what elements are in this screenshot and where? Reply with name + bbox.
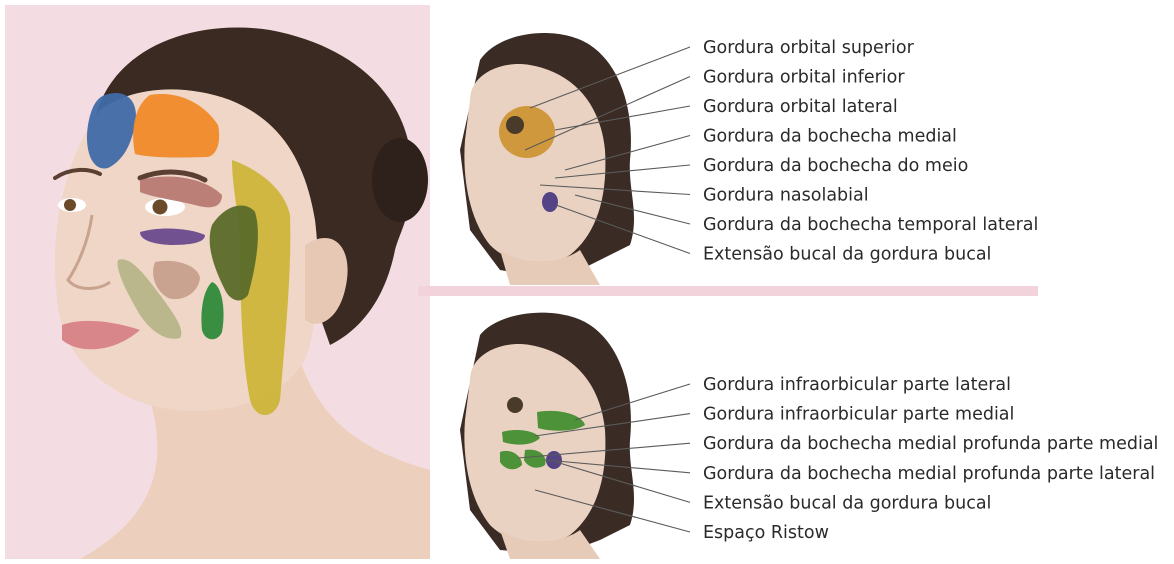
top-label-8: Extensão bucal da gordura bucal xyxy=(703,245,991,265)
top-buccal-highlight xyxy=(542,192,558,212)
top-eye-bottom xyxy=(507,397,523,413)
bottom-label-3: Gordura da bochecha medial profunda part… xyxy=(703,434,1158,454)
bottom-label-5: Extensão bucal da gordura bucal xyxy=(703,493,991,513)
right-iris xyxy=(153,200,168,215)
top-orbital-fat-highlight xyxy=(499,106,555,158)
bottom-label-4: Gordura da bochecha medial profunda part… xyxy=(703,464,1155,484)
panel-divider xyxy=(418,286,1038,296)
top-anatomy-illustration xyxy=(460,33,634,285)
face-photo-panel xyxy=(5,5,430,559)
top-label-6: Gordura nasolabial xyxy=(703,186,869,206)
bottom-label-2: Gordura infraorbicular parte medial xyxy=(703,405,1014,425)
bottom-label-6: Espaço Ristow xyxy=(703,523,829,543)
hair-bun xyxy=(372,138,428,222)
bottom-anatomy-illustration xyxy=(460,313,634,559)
bottom-label-1: Gordura infraorbicular parte lateral xyxy=(703,375,1011,395)
top-label-3: Gordura orbital lateral xyxy=(703,97,898,117)
top-label-2: Gordura orbital inferior xyxy=(703,68,905,88)
left-iris xyxy=(64,199,76,211)
top-eye xyxy=(506,116,524,134)
top-labels: Gordura orbital superiorGordura orbital … xyxy=(703,38,1038,265)
top-label-5: Gordura da bochecha do meio xyxy=(703,156,968,176)
bottom-labels: Gordura infraorbicular parte lateralGord… xyxy=(703,375,1158,543)
top-label-4: Gordura da bochecha medial xyxy=(703,127,957,147)
top-label-7: Gordura da bochecha temporal lateral xyxy=(703,215,1038,235)
top-label-1: Gordura orbital superior xyxy=(703,38,915,58)
